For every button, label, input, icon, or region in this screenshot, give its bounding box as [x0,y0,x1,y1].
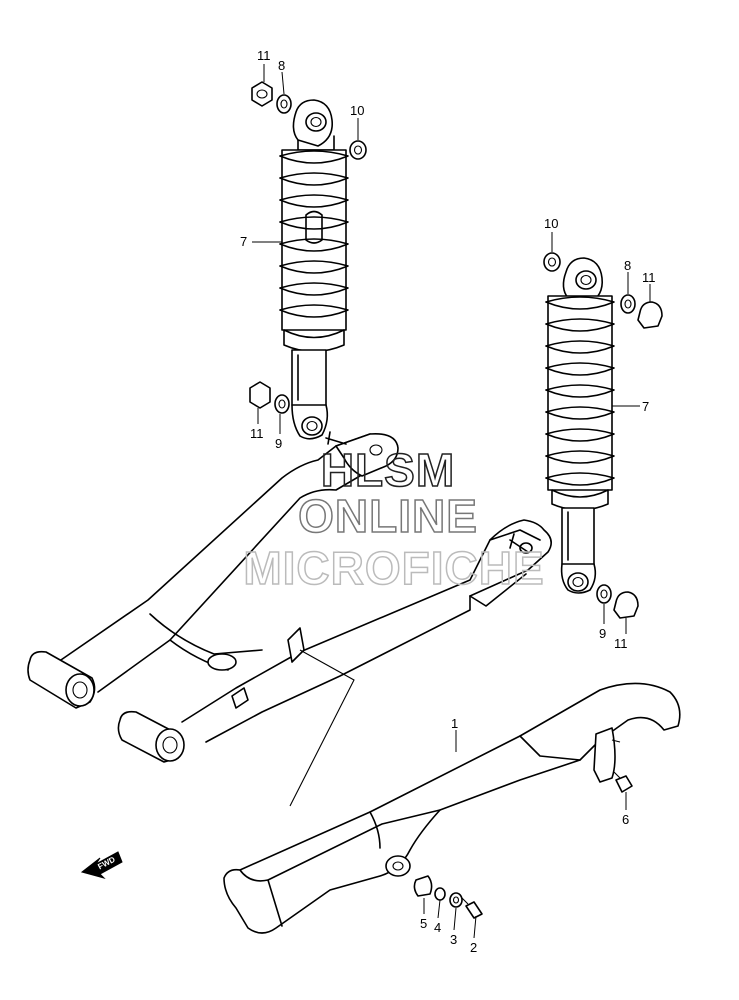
left-bottom-nut-icon [249,381,271,409]
chain-case-bolt-6-icon [613,771,633,793]
callout-8-right-top: 8 [624,258,631,273]
right-bottom-cap-nut-icon [613,591,639,619]
spacer-4-icon [434,887,446,901]
callout-7-right: 7 [642,399,649,414]
watermark-line-3: MICROFICHE [243,542,544,594]
callout-labels: 11 8 10 7 11 9 10 8 11 7 9 11 1 6 5 4 3 … [240,48,656,955]
right-shock-absorber [545,257,615,594]
callout-7-left: 7 [240,234,247,249]
left-bottom-washer-icon [274,394,290,414]
callout-11-left-top: 11 [257,48,271,63]
washer-3-icon [449,892,463,908]
bolt-2-icon [461,897,483,919]
right-bottom-washer-icon [596,584,612,604]
right-top-washer-icon [620,294,636,314]
callout-1-chain-case: 1 [451,716,458,731]
leader-lines [252,64,651,939]
left-shock-absorber [279,99,349,440]
fwd-arrow-icon: FWD [80,851,123,879]
right-top-cap-nut-icon [637,301,663,329]
right-top-spacer-icon [543,252,561,272]
callout-6-bolt: 6 [622,812,629,827]
watermark: HLSM ONLINE MICROFICHE [243,443,545,595]
callout-3-washer: 3 [450,932,457,947]
chain-case [223,682,681,934]
callout-11-left-bottom: 11 [250,426,264,441]
callout-11-right-top: 11 [642,270,656,285]
swingarm [27,431,552,807]
callout-9-right-bottom: 9 [599,626,606,641]
callout-2-bolt: 2 [470,940,477,955]
left-top-spacer-icon [349,140,367,160]
collar-5-icon [413,875,433,897]
callout-11-right-bottom: 11 [614,636,628,651]
left-top-nut-icon [251,81,273,107]
callout-10-left-top: 10 [350,103,364,118]
watermark-line-2: ONLINE [298,490,478,542]
left-top-washer-icon [276,94,292,114]
callout-10-right-top: 10 [544,216,558,231]
callout-4-spacer: 4 [434,920,441,935]
watermark-line-1: HLSM [321,444,455,496]
callout-8-left-top: 8 [278,58,285,73]
callout-5-collar: 5 [420,916,427,931]
callout-9-left-bottom: 9 [275,436,282,451]
